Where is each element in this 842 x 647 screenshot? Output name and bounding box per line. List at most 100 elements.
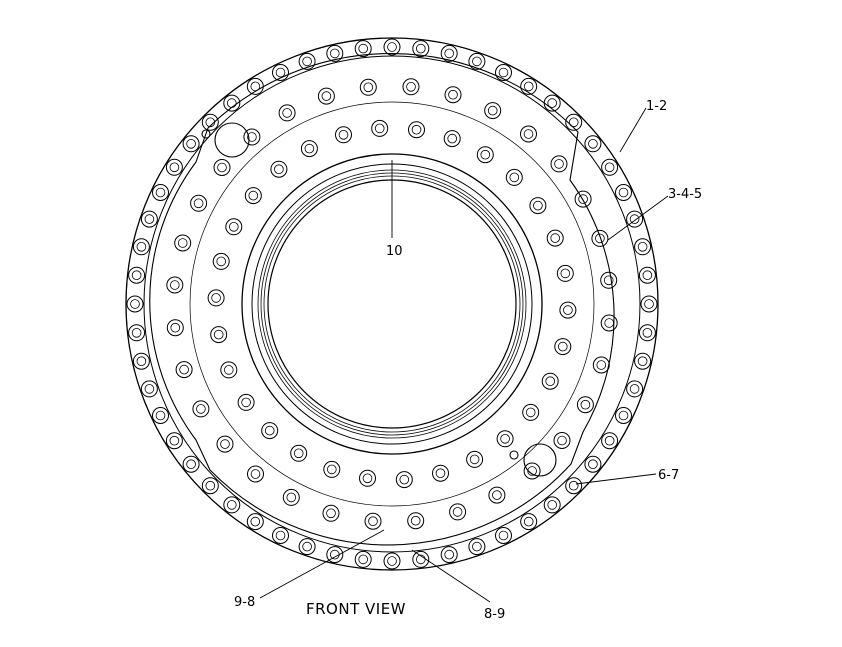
bolt-core xyxy=(447,133,458,144)
bolt xyxy=(207,289,225,307)
bolt-core xyxy=(588,139,598,149)
bolt-core xyxy=(550,233,560,243)
bolt-core xyxy=(642,327,653,338)
bolt-core xyxy=(241,397,251,408)
bolt-core xyxy=(629,214,640,224)
bolt xyxy=(584,135,602,153)
bolt xyxy=(440,44,458,62)
outer-bolt-ring xyxy=(126,38,658,570)
bolt xyxy=(213,159,231,176)
bolt-core xyxy=(604,162,615,173)
outer-rim xyxy=(125,37,659,571)
bolt xyxy=(565,477,583,495)
large-holes xyxy=(201,122,557,477)
bolt-core xyxy=(603,275,614,286)
bolt-core xyxy=(196,404,206,414)
bolt xyxy=(354,40,372,58)
bolt xyxy=(359,469,376,487)
bolt xyxy=(640,295,658,313)
bolt xyxy=(529,197,547,215)
bolt-core xyxy=(144,384,155,394)
bolt xyxy=(520,77,538,95)
bolt-core xyxy=(264,425,275,436)
bolt xyxy=(395,471,413,489)
bolt-core xyxy=(338,130,349,140)
bolt-core xyxy=(604,435,615,446)
bolt-core xyxy=(588,459,598,470)
bolt-core xyxy=(170,322,181,333)
bolt xyxy=(166,319,184,337)
bolt-core xyxy=(604,318,614,328)
bolt-core xyxy=(469,454,480,465)
bolt-core xyxy=(329,48,340,59)
bolt-core xyxy=(326,464,337,475)
bolt-core xyxy=(472,56,482,67)
bolt xyxy=(322,504,340,522)
bolt-core xyxy=(644,299,654,309)
bolt xyxy=(290,444,308,462)
bolt-core xyxy=(170,280,180,290)
bolt-core xyxy=(275,67,286,78)
bolt-core xyxy=(250,516,261,527)
bolt xyxy=(317,87,335,105)
bolt xyxy=(354,550,372,568)
bolt xyxy=(559,301,577,319)
bolt-core xyxy=(217,162,227,173)
bolt-core xyxy=(629,384,640,394)
bolt-core xyxy=(533,200,543,211)
bolt-core xyxy=(227,98,237,108)
bolt xyxy=(270,160,288,178)
bolt-core xyxy=(186,139,196,149)
bolt-core xyxy=(358,43,369,54)
bolt xyxy=(615,184,632,201)
bolt-core xyxy=(155,410,166,421)
bolt-core xyxy=(248,190,259,201)
bolt xyxy=(496,430,514,448)
bolt-core xyxy=(557,341,568,352)
bolt-core xyxy=(136,356,147,367)
bolt-core xyxy=(136,242,147,252)
large-hole-upper-left xyxy=(214,122,250,158)
bolt xyxy=(326,546,344,564)
bolt xyxy=(128,266,146,284)
bolt xyxy=(546,229,564,247)
bolt-core xyxy=(326,508,336,519)
bolt-core xyxy=(227,500,237,510)
bolt xyxy=(412,550,430,568)
bolt-core xyxy=(368,516,378,526)
inner-bolt-ring xyxy=(207,119,577,489)
bolt xyxy=(247,465,264,483)
bolt-ring-inner xyxy=(189,101,595,507)
bolt-core xyxy=(177,238,188,248)
flange-plate xyxy=(149,52,615,546)
bolt xyxy=(223,496,241,514)
bolt xyxy=(634,352,652,370)
bolt xyxy=(335,126,352,144)
bolt-core xyxy=(637,356,648,367)
bolt xyxy=(261,422,279,440)
bolt xyxy=(634,238,652,256)
bolt xyxy=(246,513,264,531)
callout-leaders xyxy=(259,107,669,603)
bolt-core xyxy=(487,105,498,116)
bolt-core xyxy=(547,500,557,510)
bolt-core xyxy=(444,48,455,59)
bolt-core xyxy=(220,439,230,449)
bolt-core xyxy=(523,516,534,527)
bolt-core xyxy=(329,549,340,560)
bolt-core xyxy=(545,376,555,387)
bolt-core xyxy=(498,67,509,78)
bolt-core xyxy=(557,435,567,446)
bolt xyxy=(601,432,619,450)
bolt-core xyxy=(186,459,196,470)
bolt xyxy=(553,432,571,449)
bolt-core xyxy=(554,159,564,169)
bolt xyxy=(407,512,425,530)
bolt-core xyxy=(509,172,520,183)
bolt-core xyxy=(302,541,312,552)
bolt-core xyxy=(193,198,204,209)
bolt xyxy=(278,104,296,122)
large-hole-lower-right xyxy=(523,443,557,477)
bolt xyxy=(383,38,401,56)
bolt-core xyxy=(595,233,605,244)
